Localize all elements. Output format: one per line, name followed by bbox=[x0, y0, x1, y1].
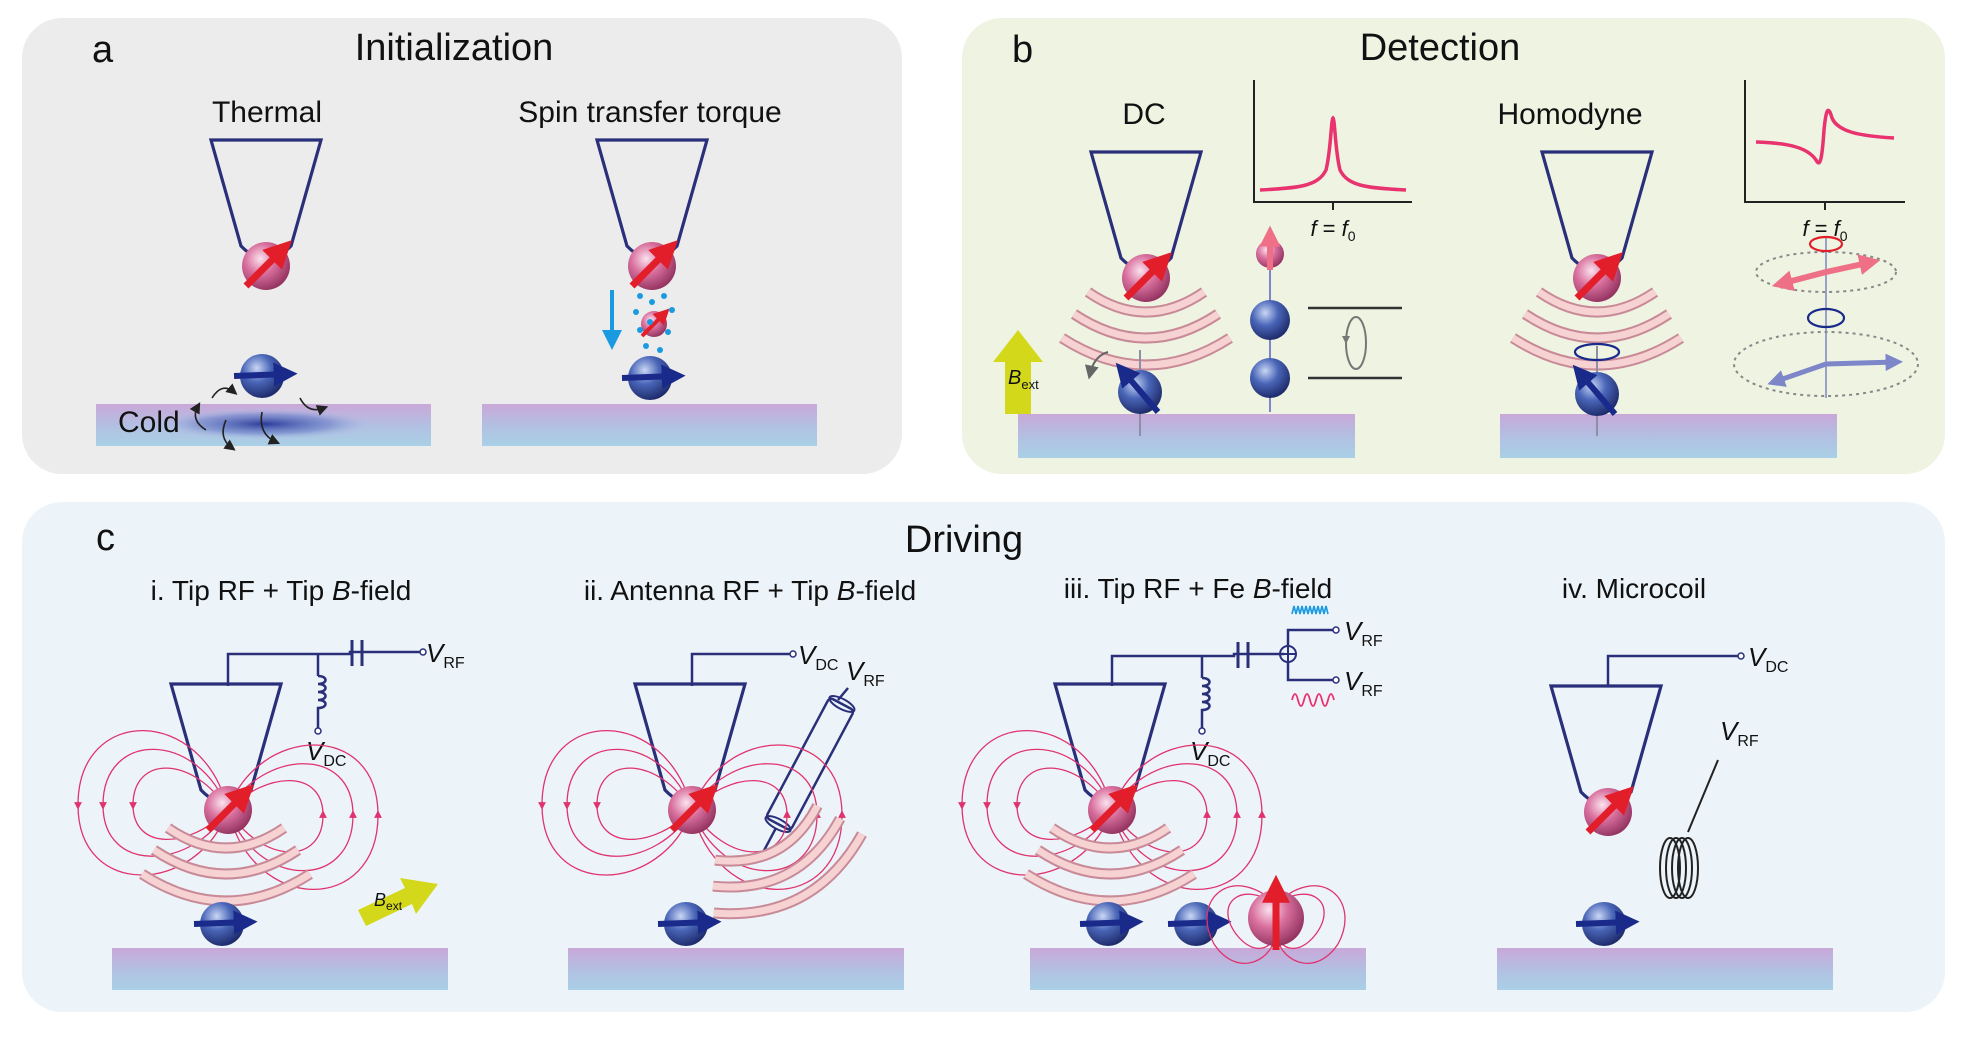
spin-level-diagram bbox=[1250, 225, 1402, 412]
homodyne-resonance-curve bbox=[1755, 108, 1895, 165]
cone-arrow-pink-left bbox=[1771, 269, 1827, 291]
dc-freq-label: f = f0 bbox=[1310, 216, 1355, 244]
level-spin-up bbox=[1256, 225, 1284, 270]
vdc-label-iv: VDC bbox=[1748, 642, 1788, 676]
lower-rotation-loop bbox=[1806, 307, 1846, 329]
thermal-fluctuation-arrows bbox=[189, 383, 329, 451]
dc-label: DC bbox=[1122, 98, 1165, 131]
panel-a-letter: a bbox=[92, 29, 114, 71]
tip-spin-dc bbox=[1122, 254, 1170, 302]
tip-spin-thermal bbox=[242, 242, 290, 290]
injected-spin-stt bbox=[640, 308, 670, 338]
vrf-label-i: VRF bbox=[426, 638, 465, 672]
vdc-label-iii: VDC bbox=[1190, 736, 1230, 770]
tip-spin-iv bbox=[1584, 788, 1632, 836]
thermal-label: Thermal bbox=[212, 96, 322, 129]
panel-c-background bbox=[22, 502, 1945, 1012]
panel-a: a Initialization Thermal Spin transfer t… bbox=[92, 27, 817, 451]
stt-label: Spin transfer torque bbox=[518, 96, 781, 129]
microcoil bbox=[1659, 837, 1699, 899]
cone-arrow-blue-right bbox=[1825, 353, 1903, 372]
panel-b-title: Detection bbox=[1360, 27, 1521, 69]
panel-c: c Driving i. Tip RF + Tip B-field ii. An… bbox=[78, 517, 1833, 990]
scheme-i: VRF VDC Bext bbox=[78, 638, 465, 990]
rf-antenna-ii bbox=[762, 695, 856, 852]
surface-ii bbox=[568, 948, 904, 990]
tip-spin-ii bbox=[668, 786, 716, 834]
inductor-i bbox=[316, 674, 327, 728]
bext-arrow-b: Bext bbox=[993, 330, 1043, 414]
bext-label-c: Bext bbox=[374, 890, 403, 913]
vdc-label-i: VDC bbox=[306, 736, 346, 770]
subtitle-iv: iv. Microcoil bbox=[1562, 573, 1706, 604]
subtitle-ii: ii. Antenna RF + Tip B-field bbox=[584, 575, 916, 606]
vrf-label-ii: VRF bbox=[846, 656, 885, 690]
panel-b-letter: b bbox=[1012, 29, 1033, 71]
level-spin-low bbox=[1250, 358, 1290, 398]
rf-wave-pink bbox=[1291, 693, 1335, 707]
bext-label-b: Bext bbox=[1008, 367, 1039, 392]
precession-loop-homodyne bbox=[1573, 342, 1621, 362]
surface-iv bbox=[1497, 948, 1833, 990]
fe-atom bbox=[1248, 874, 1304, 950]
panel-c-title: Driving bbox=[905, 519, 1023, 561]
scheme-ii: VDC VRF bbox=[542, 640, 904, 990]
panel-a-title: Initialization bbox=[355, 27, 554, 69]
surface-i bbox=[112, 948, 448, 990]
vrf-label-iii-top: VRF bbox=[1344, 616, 1383, 650]
level-spin-mid bbox=[1250, 300, 1290, 340]
vrf-label-iv: VRF bbox=[1720, 716, 1759, 750]
electron-dots bbox=[633, 293, 675, 353]
tip-spin-iii bbox=[1088, 786, 1136, 834]
circuit-wire-i bbox=[226, 650, 420, 686]
panel-a-background bbox=[22, 18, 902, 474]
cold-label: Cold bbox=[118, 406, 180, 439]
surface-homodyne bbox=[1500, 414, 1837, 458]
precession-cone bbox=[1733, 235, 1919, 398]
circuit-wire-ii bbox=[690, 652, 790, 686]
panel-b-background bbox=[962, 18, 1945, 474]
upper-precession-orbit bbox=[1755, 251, 1897, 293]
surface-spin-dc bbox=[1118, 370, 1162, 414]
panel-c-letter: c bbox=[96, 517, 115, 559]
dc-resonance-chart: f = f0 bbox=[1253, 80, 1412, 244]
homodyne-chart-axes bbox=[1744, 80, 1905, 203]
scheme-iii: VDC VRF VRF bbox=[962, 605, 1383, 990]
surface-stt bbox=[482, 404, 817, 446]
bext-arrow-c: Bext bbox=[358, 878, 438, 926]
cold-region bbox=[155, 408, 375, 440]
vdc-label-ii: VDC bbox=[798, 640, 838, 674]
subtitle-i: i. Tip RF + Tip B-field bbox=[151, 575, 412, 606]
scheme-iv: VDC VRF bbox=[1497, 642, 1833, 990]
homodyne-label: Homodyne bbox=[1497, 98, 1642, 131]
surface-spin-homodyne bbox=[1575, 372, 1619, 416]
lower-precession-orbit bbox=[1733, 331, 1919, 397]
subtitle-iii: iii. Tip RF + Fe B-field bbox=[1064, 573, 1332, 604]
rf-wave-blue bbox=[1291, 605, 1329, 615]
tip-spin-stt bbox=[628, 242, 676, 290]
tip-spin-homodyne bbox=[1573, 254, 1621, 302]
circuit-wire-iii bbox=[1110, 652, 1284, 686]
coil-lead bbox=[1687, 759, 1719, 833]
dc-resonance-curve bbox=[1259, 115, 1407, 192]
tip-spin-i bbox=[204, 786, 252, 834]
precession-arrow-dc bbox=[1084, 351, 1109, 380]
cone-arrow-blue-left bbox=[1767, 361, 1827, 387]
cone-arrow-pink-right bbox=[1825, 254, 1881, 275]
panel-b: b Detection DC Homodyne Bext f = f0 bbox=[993, 27, 1919, 458]
surface-dc bbox=[1018, 414, 1355, 458]
surface-iii bbox=[1030, 948, 1366, 990]
vrf-label-iii-bottom: VRF bbox=[1344, 666, 1383, 700]
dc-chart-axes bbox=[1253, 80, 1412, 203]
inductor-iii bbox=[1200, 676, 1211, 728]
circuit-wire-iv bbox=[1606, 654, 1738, 686]
upper-rotation-loop bbox=[1808, 235, 1844, 253]
